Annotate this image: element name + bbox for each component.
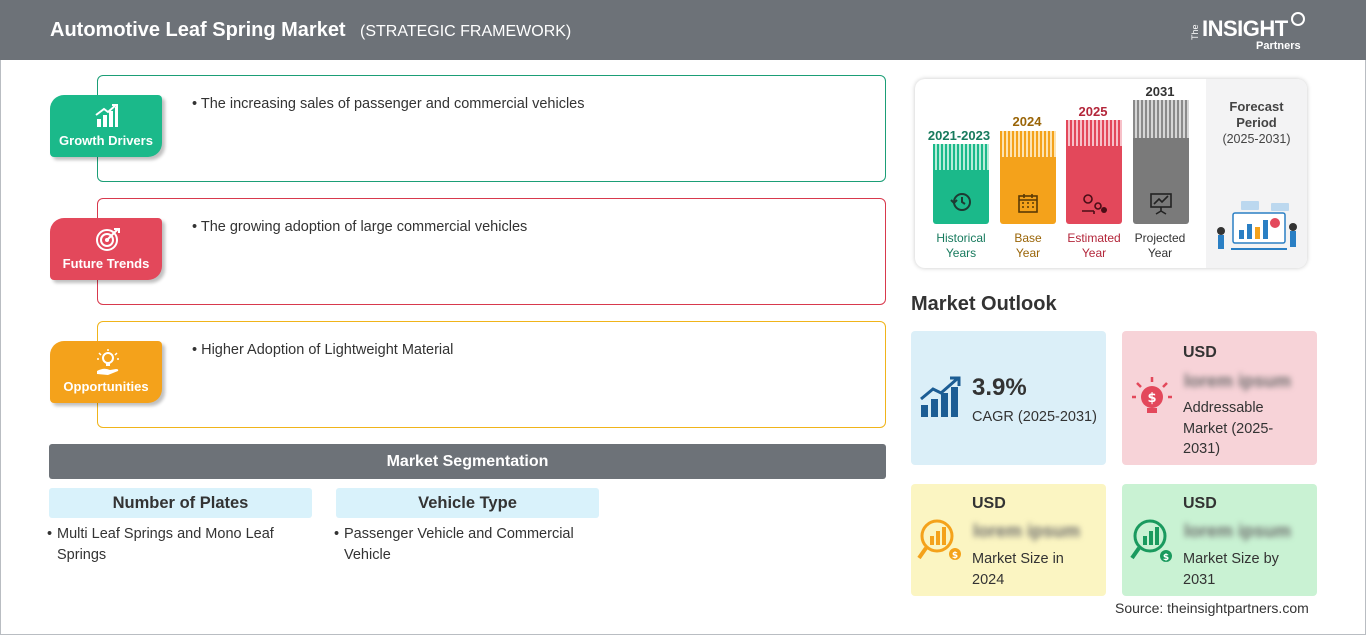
timeline-bar-historical [933,144,989,224]
page-subtitle: (STRATEGIC FRAMEWORK) [360,23,572,40]
insight-partners-logo[interactable]: The INSIGHT Partners [1190,10,1310,54]
timeline-bar-estimated [1066,120,1122,224]
future-trends-text: • The growing adoption of large commerci… [192,219,528,235]
timeline-year-estimated: 2025 [1078,104,1108,119]
size-2031-value: lorem ipsum [1184,521,1292,541]
money-bulb-icon: $ [1132,377,1172,413]
addressable-usd: USD [1183,344,1217,361]
forecast-period-range: (2025-2031) [1222,132,1291,146]
timeline-bar-base [1000,131,1056,224]
logo-ring-icon [1291,12,1305,26]
page-title: Automotive Leaf Spring Market [50,19,346,41]
segment-heading-plates: Number of Plates [49,488,312,518]
growth-drivers-text: • The increasing sales of passenger and … [192,96,585,112]
growth-chart-icon [920,376,961,417]
svg-text:$: $ [952,551,958,561]
magnifier-chart-icon: $ [917,519,961,561]
size-2031-usd: USD [1183,495,1217,512]
gears-icon [1082,194,1107,214]
svg-text:$: $ [1163,553,1169,563]
growth-drivers-box: • The increasing sales of passenger and … [97,75,886,182]
header-bar: Automotive Leaf Spring Market (STRATEGIC… [0,0,1366,60]
svg-text:$: $ [1147,391,1156,406]
timeline-year-historical: 2021-2023 [927,128,991,143]
addressable-value: lorem ipsum [1184,371,1292,391]
presentation-icon [1150,193,1172,215]
market-segmentation-header: Market Segmentation [49,444,886,479]
calendar-icon [1018,194,1038,213]
future-trends-box: • The growing adoption of large commerci… [97,198,886,305]
history-icon [950,193,971,211]
analytics-people-illustration-icon [1217,201,1297,250]
segment-heading-vehicle: Vehicle Type [336,488,599,518]
opportunities-tag: Opportunities [50,341,162,403]
lightbulb-hand-icon [97,349,119,375]
cagr-card: 3.9% CAGR (2025-2031) [911,331,1106,465]
opportunities-box: • Higher Adoption of Lightweight Materia… [97,321,886,428]
bar-chart-growth-icon [95,104,118,127]
source-credit: Source: theinsightpartners.com [1115,600,1309,616]
size-2024-value: lorem ipsum [973,521,1081,541]
opportunities-label: Opportunities [63,379,149,394]
timeline-year-base: 2024 [1012,114,1042,129]
growth-drivers-label: Growth Drivers [59,133,153,148]
cagr-value: 3.9% [972,374,1027,401]
size-2024-usd: USD [972,495,1006,512]
target-icon [96,228,120,251]
magnifier-chart-icon: $ [1130,519,1172,563]
cagr-label: CAGR (2025-2031) [972,409,1097,425]
timeline-bar-projected [1133,100,1189,224]
future-trends-label: Future Trends [62,256,150,271]
future-trends-tag: Future Trends [50,218,162,280]
opportunities-text: • Higher Adoption of Lightweight Materia… [192,342,454,358]
timeline-year-projected: 2031 [1145,84,1175,99]
market-outlook-title: Market Outlook [911,293,1057,315]
growth-drivers-tag: Growth Drivers [50,95,162,157]
